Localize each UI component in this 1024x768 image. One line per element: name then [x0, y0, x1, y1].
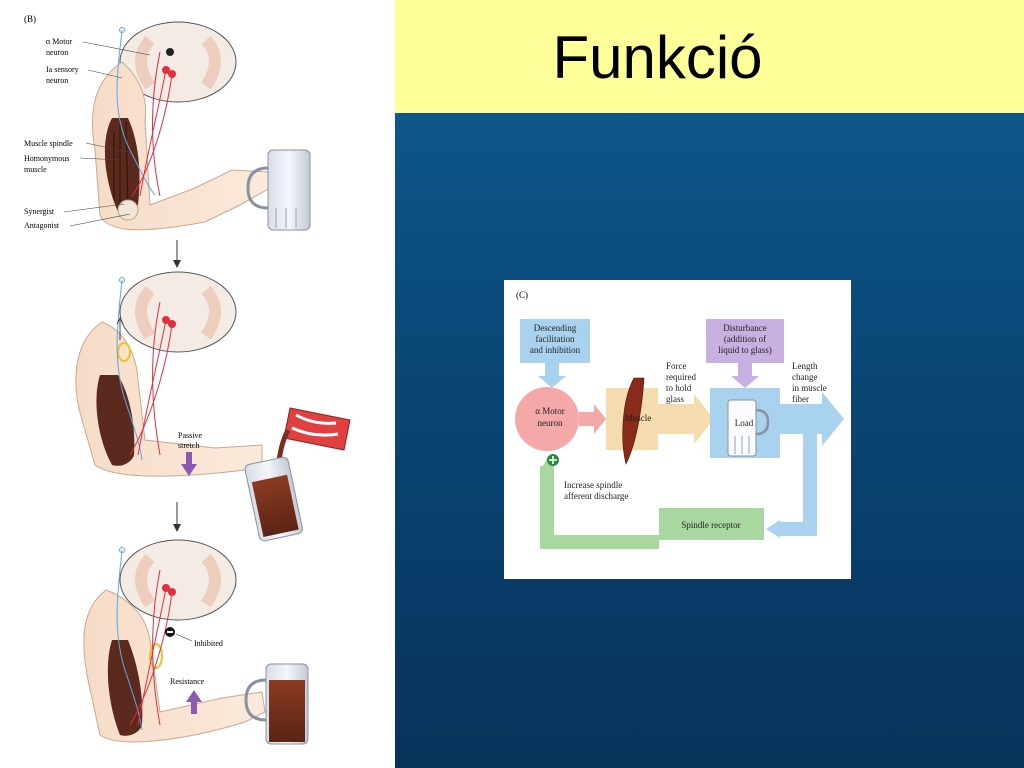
spinal-cord-1	[119, 21, 237, 103]
force-line-3: to hold	[666, 383, 692, 393]
spindle-receptor-label: Spindle receptor	[681, 520, 740, 530]
increase-line-1: Increase spindle	[564, 480, 622, 490]
length-line-3: in muscle	[792, 383, 827, 393]
beer-mug-1	[246, 149, 311, 231]
label-antagonist: Antagonist	[24, 221, 60, 230]
length-line-1: Length	[792, 361, 818, 371]
nerve-fibers-3	[116, 547, 173, 731]
label-inhibited: Inhibited	[194, 639, 223, 648]
descending-line-3: and inhibition	[530, 345, 581, 355]
transition-arrow-1	[173, 240, 181, 268]
length-line-4: fiber	[792, 394, 809, 404]
stage-2-passive-stretch: Passive stretch	[75, 271, 351, 542]
feedback-diagram-svg: (C) Descending facilita	[515, 290, 844, 549]
motor-to-muscle-arrow	[579, 404, 606, 434]
feedback-loop-green	[540, 458, 764, 549]
nerve-fibers-2	[116, 277, 173, 461]
stretch-reflex-feedback-diagram: (C) Descending facilita	[504, 280, 851, 579]
spinal-cord-3	[119, 539, 237, 621]
motor-neuron-circle	[515, 387, 579, 451]
descending-box	[520, 319, 590, 363]
title-band	[395, 0, 1024, 113]
pouring-can	[275, 407, 351, 471]
muscle-icon	[622, 377, 645, 465]
label-synergist: Synergist	[24, 207, 55, 216]
label-homonymous: Homonymous	[24, 154, 69, 163]
disturbance-input	[706, 319, 784, 388]
spindle-receptor-box	[659, 508, 764, 540]
arm-2	[75, 321, 263, 477]
stretch-reflex-illustration: (B) α Motor neuron	[24, 14, 351, 745]
force-line-2: required	[666, 372, 696, 382]
label-ia-neuron: neuron	[46, 76, 68, 85]
length-change-arrow	[780, 392, 844, 446]
label-passive: Passive	[178, 431, 202, 440]
descending-input	[520, 319, 590, 388]
descending-line-2: facilitation	[536, 334, 575, 344]
stage-1-relaxed: α Motor neuron Ia sensory neuron Muscle …	[24, 21, 311, 231]
label-resistance: Resistance	[170, 677, 205, 686]
increase-line-2: afferent discharge	[564, 491, 628, 501]
label-neuron: neuron	[46, 48, 68, 57]
nerve-fibers-1	[116, 27, 173, 197]
spinal-cord-2	[119, 271, 237, 353]
inhibited-marker	[165, 627, 193, 642]
disturbance-line-2: (addition of	[724, 334, 766, 344]
arm-3	[83, 589, 266, 743]
label-homonymous-2: muscle	[24, 165, 47, 174]
force-line-1: Force	[666, 361, 687, 371]
disturbance-box	[706, 319, 784, 363]
disturbance-line-1: Disturbance	[723, 323, 766, 333]
motor-line-1: α Motor	[535, 406, 564, 416]
feedback-loop-blue	[766, 434, 817, 538]
resistance-arrow	[186, 690, 202, 714]
panel-label-c: (C)	[516, 290, 528, 300]
descending-line-1: Descending	[534, 323, 577, 333]
force-arrow	[658, 394, 714, 444]
transition-arrow-2	[173, 502, 181, 532]
passive-stretch-arrow	[181, 452, 197, 476]
label-stretch: stretch	[178, 441, 199, 450]
stage-1-labels: α Motor neuron Ia sensory neuron Muscle …	[24, 37, 151, 230]
disturbance-line-3: liquid to glass)	[718, 345, 772, 355]
load-label: Load	[735, 418, 754, 428]
beer-mug-2	[244, 456, 303, 542]
plus-sign-icon	[547, 454, 559, 466]
load-mug-icon	[727, 399, 770, 457]
label-alpha-motor: α Motor	[46, 37, 73, 46]
slide-title: Funkció	[552, 24, 763, 91]
stage-3-resistance: Inhibited Resistance	[83, 539, 309, 745]
force-line-4: glass	[666, 394, 684, 404]
beer-mug-3	[244, 663, 309, 745]
left-figure-panel	[0, 0, 395, 768]
label-muscle-spindle: Muscle spindle	[24, 139, 73, 148]
label-ia-sensory: Ia sensory	[46, 65, 79, 74]
motor-line-2: neuron	[538, 418, 563, 428]
feedback-labels: Descending facilitation and inhibition D…	[530, 323, 827, 530]
muscle-label: Muscle	[625, 413, 652, 423]
panel-label-b: (B)	[24, 14, 36, 24]
length-line-2: change	[792, 372, 817, 382]
